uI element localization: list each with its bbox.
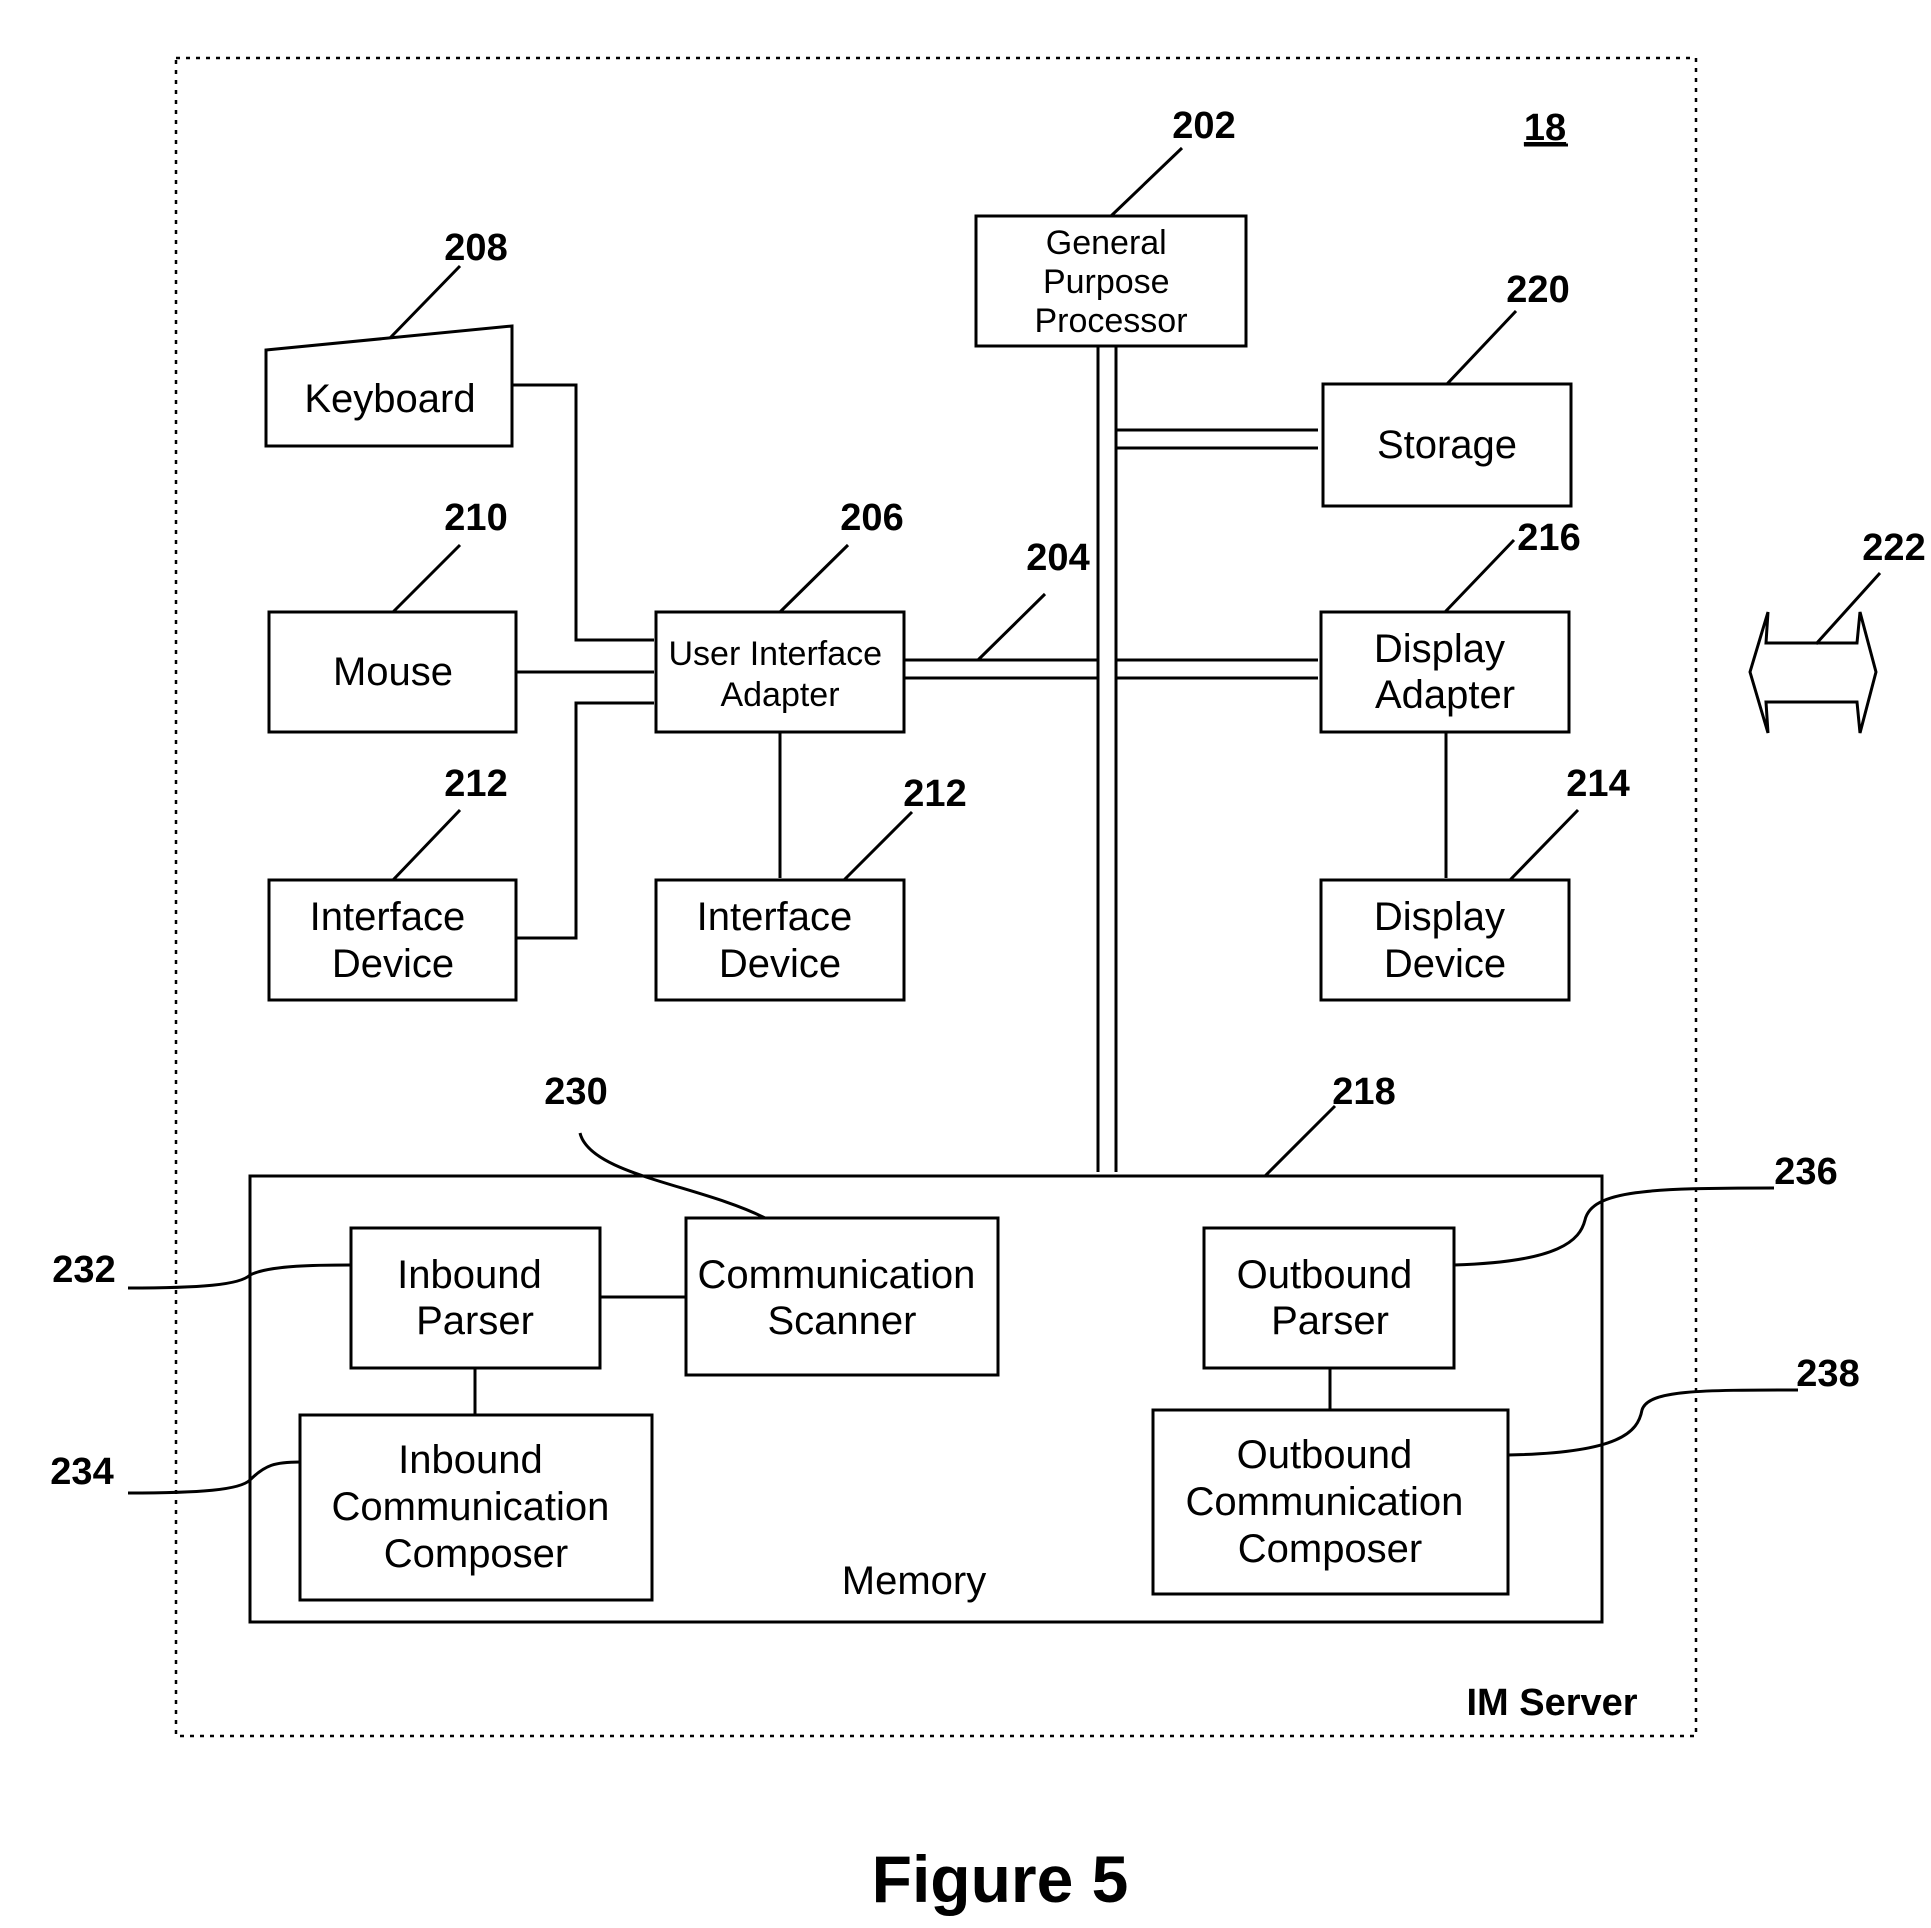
outbound-parser-box — [1204, 1228, 1454, 1368]
ref-220: 220 — [1506, 269, 1569, 311]
inbound-parser-box — [351, 1228, 600, 1368]
ref-212-left: 212 — [444, 763, 507, 805]
network-arrow — [1750, 612, 1876, 733]
leader-212-mid — [844, 812, 912, 880]
ref-238: 238 — [1796, 1353, 1859, 1395]
ref-230: 230 — [544, 1071, 607, 1113]
leader-222 — [1816, 573, 1880, 644]
leader-218 — [1265, 1106, 1335, 1176]
storage-label: Storage — [1377, 423, 1517, 467]
leader-208 — [390, 266, 460, 338]
memory-label: Memory — [842, 1559, 986, 1603]
leader-214 — [1510, 810, 1578, 880]
leader-202 — [1111, 148, 1182, 216]
leader-216 — [1445, 540, 1514, 612]
leader-220 — [1447, 311, 1516, 384]
ref-216: 216 — [1517, 517, 1580, 559]
leader-210 — [393, 545, 460, 612]
ref-202: 202 — [1172, 105, 1235, 147]
ref-218: 218 — [1332, 1071, 1395, 1113]
leader-206 — [780, 545, 848, 612]
mouse-label: Mouse — [333, 650, 453, 694]
ref-236: 236 — [1774, 1151, 1837, 1193]
figure-caption: Figure 5 — [872, 1842, 1129, 1916]
ref-204: 204 — [1026, 537, 1089, 579]
ref-206: 206 — [840, 497, 903, 539]
ref-222: 222 — [1862, 527, 1925, 569]
ref-212-mid: 212 — [903, 773, 966, 815]
processor-label: General Purpose Processor — [1034, 224, 1187, 340]
ref-232: 232 — [52, 1249, 115, 1291]
ref-214: 214 — [1566, 763, 1629, 805]
left-device-connector — [516, 703, 654, 938]
leader-212-left — [393, 810, 460, 880]
ref-208: 208 — [444, 227, 507, 269]
server-ref-number: 18 — [1524, 107, 1566, 149]
ref-210: 210 — [444, 497, 507, 539]
keyboard-connector — [512, 385, 654, 640]
server-label: IM Server — [1466, 1682, 1637, 1724]
leader-204 — [978, 594, 1045, 660]
ref-234: 234 — [50, 1451, 113, 1493]
keyboard-label: Keyboard — [304, 377, 475, 421]
